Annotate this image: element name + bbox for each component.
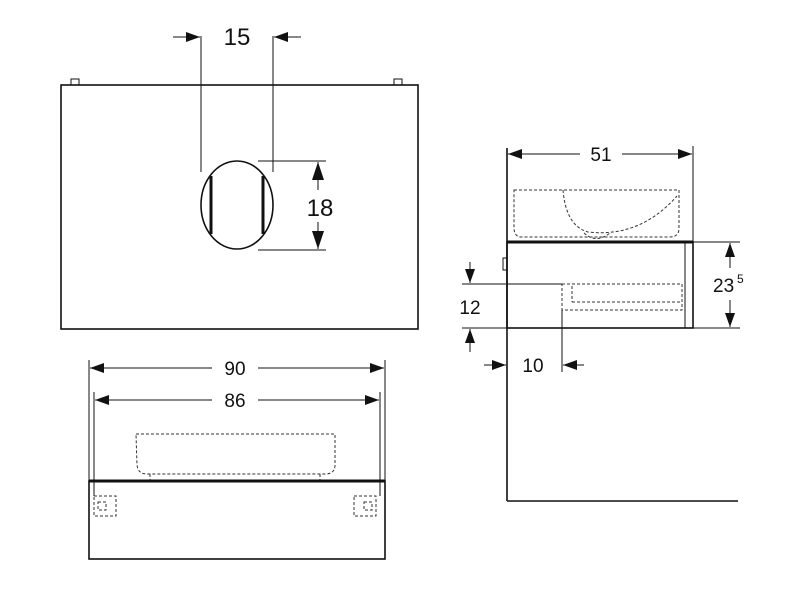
hole-width-label: 15 xyxy=(224,24,251,51)
cabinet-height-superscript: 5 xyxy=(737,272,744,286)
drain-opening xyxy=(200,160,274,250)
cabinet-height-label: 23 xyxy=(713,276,734,297)
hinge-left xyxy=(93,495,117,517)
arrowhead xyxy=(725,243,735,257)
washbasin-outline xyxy=(135,433,336,475)
arrowhead xyxy=(186,32,200,42)
front-view: 90 86 xyxy=(88,359,386,560)
wall-clip xyxy=(502,257,508,271)
overall-width-label: 90 xyxy=(224,359,245,380)
washbasin-bowl-curve xyxy=(562,189,678,234)
washbasin-drain xyxy=(583,232,611,239)
hole-height-label: 18 xyxy=(307,195,334,222)
washbasin-side-outline xyxy=(513,189,680,238)
arrowhead xyxy=(312,162,324,180)
offset-depth-label: 10 xyxy=(522,356,543,377)
depth-label: 51 xyxy=(590,145,611,166)
mount-bracket-left xyxy=(70,78,80,85)
arrowhead xyxy=(563,360,577,370)
arrowhead xyxy=(365,395,379,405)
arrowhead xyxy=(274,32,288,42)
arrowhead xyxy=(95,395,109,405)
cabinet-side xyxy=(506,241,694,329)
arrowhead xyxy=(508,149,522,159)
cabinet-body xyxy=(88,480,386,560)
arrowhead xyxy=(90,363,104,373)
arrowhead xyxy=(725,313,735,327)
mount-bracket-right xyxy=(393,78,403,85)
hinge-left-inner xyxy=(97,501,107,511)
drawer-cutout xyxy=(561,283,683,311)
back-view: 15 18 xyxy=(60,24,419,330)
side-view: 51 23 5 12 10 xyxy=(459,145,744,502)
arrowhead xyxy=(492,360,506,370)
arrowhead xyxy=(370,363,384,373)
arrowhead xyxy=(465,329,475,343)
arrowhead xyxy=(312,231,324,249)
offset-height-label: 12 xyxy=(459,298,480,319)
hinge-right-inner xyxy=(363,501,373,511)
back-panel xyxy=(60,84,419,330)
arrowhead xyxy=(465,269,475,283)
hinge-right xyxy=(353,495,377,517)
arrowhead xyxy=(678,149,692,159)
inner-width-label: 86 xyxy=(224,391,245,412)
